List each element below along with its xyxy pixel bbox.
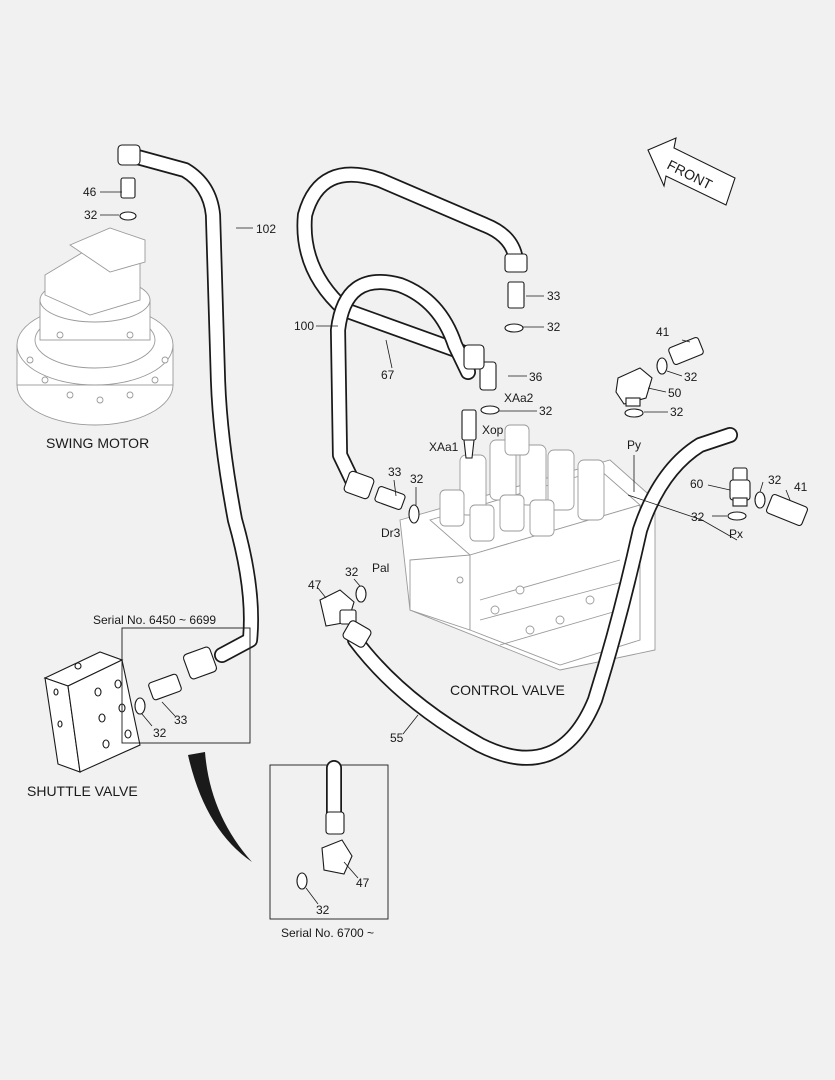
hose-102 [122,147,259,663]
oring-shuttle [134,697,146,715]
part-33-top: 33 [547,289,561,303]
fitting-41-top [668,337,704,365]
fitting-top-33 [504,253,528,309]
port-py-px-connector [627,455,738,541]
front-arrow: FRONT [647,137,736,206]
serial-range-box [121,627,251,744]
part-41-right: 41 [794,480,808,494]
fitting-dr3 [343,470,406,511]
fitting-41-right [765,493,809,527]
transition-curve [188,752,252,862]
fitting-xaa1 [461,409,477,459]
hose-55 [347,427,738,766]
part-102: 102 [256,222,276,236]
port-px: Px [729,527,743,541]
port-xop: Xop [482,423,504,437]
part-32-dr3: 32 [410,472,424,486]
port-py: Py [627,438,641,452]
oring-top [504,323,524,333]
part-55: 55 [390,731,404,745]
leader-lines [100,191,791,905]
part-32-inset: 32 [316,903,330,917]
fitting-47 [319,589,372,648]
part-33-dr3: 33 [388,465,402,479]
port-pal: Pal [372,561,389,575]
fitting-shuttle [148,646,218,701]
part-100: 100 [294,319,314,333]
part-32-motor: 32 [84,208,98,222]
part-32-top: 32 [547,320,561,334]
fitting-36 [463,344,497,391]
port-dr3: Dr3 [381,526,401,540]
part-33-shuttle: 33 [174,713,188,727]
port-xaa1: XAa1 [429,440,459,454]
label-swing-motor: SWING MOTOR [46,435,149,451]
part-47-inset: 47 [356,876,370,890]
hose-upper [296,166,523,363]
hose-100 [330,274,476,488]
port-xaa2: XAa2 [504,391,534,405]
oring-px [727,511,747,521]
part-32-pal: 32 [345,565,359,579]
oring-41-top [656,357,668,375]
shuttle-valve-drawing [43,651,141,773]
part-50: 50 [668,386,682,400]
fitting-50 [615,367,653,407]
oring-pal [355,585,367,603]
oring-60 [754,491,766,509]
oring-50 [624,408,644,418]
control-valve-drawing [399,424,656,671]
part-67: 67 [381,368,395,382]
fitting-60 [729,467,751,507]
label-serial-range: Serial No. 6450 ~ 6699 [93,613,216,627]
label-serial-from: Serial No. 6700 ~ [281,926,374,940]
part-32-41top: 32 [684,370,698,384]
part-46: 46 [83,185,97,199]
label-shuttle-valve: SHUTTLE VALVE [27,783,138,799]
part-32-60: 32 [768,473,782,487]
label-control-valve: CONTROL VALVE [450,682,565,698]
part-60: 60 [690,477,704,491]
oring-motor [119,211,137,221]
part-32-xaa2: 32 [539,404,553,418]
part-32-px: 32 [691,510,705,524]
part-32-shuttle: 32 [153,726,167,740]
serial-from-box [269,760,389,920]
part-47: 47 [308,578,322,592]
part-32-50: 32 [670,405,684,419]
oring-xaa2 [480,405,500,415]
fitting-motor-elbow [117,144,141,199]
oring-dr3 [408,504,420,524]
part-41-top: 41 [656,325,670,339]
part-36: 36 [529,370,543,384]
swing-motor-drawing [16,227,174,426]
